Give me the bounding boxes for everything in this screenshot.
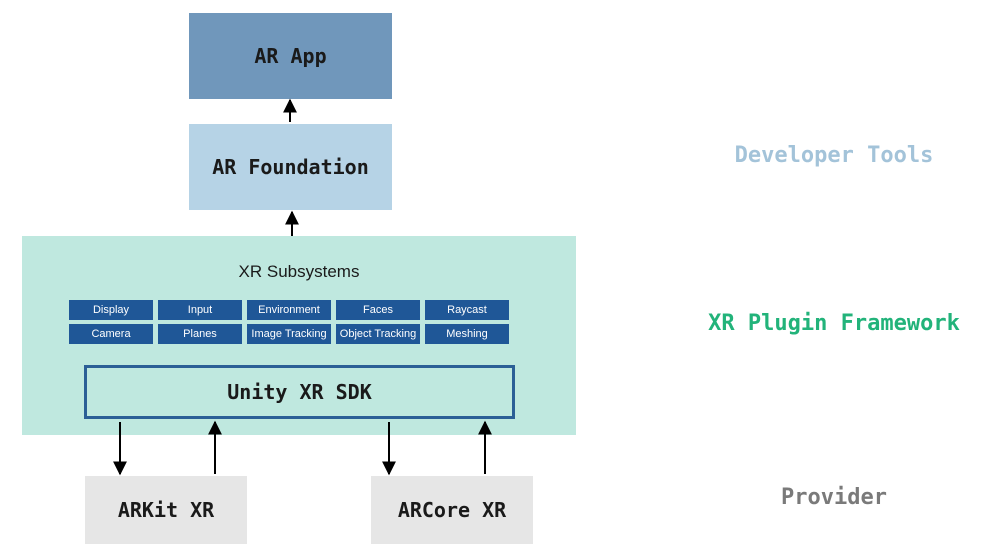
subsystem-tile-meshing: Meshing	[425, 324, 509, 344]
ar-foundation-label: AR Foundation	[212, 155, 369, 179]
unity-xr-sdk-box: Unity XR SDK	[84, 365, 515, 419]
arcore-xr-box: ARCore XR	[371, 476, 533, 544]
arcore-xr-label: ARCore XR	[397, 498, 507, 522]
provider-label: Provider	[781, 485, 887, 510]
subsystem-tile-camera: Camera	[69, 324, 153, 344]
ar-foundation-box: AR Foundation	[189, 124, 392, 210]
subsystem-tile-display: Display	[69, 300, 153, 320]
ar-app-box: AR App	[189, 13, 392, 99]
subsystem-tile-object-tracking: Object Tracking	[336, 324, 420, 344]
subsystem-tile-image-tracking: Image Tracking	[247, 324, 331, 344]
subsystem-tile-environment: Environment	[247, 300, 331, 320]
subsystem-tile-input: Input	[158, 300, 242, 320]
unity-xr-sdk-label: Unity XR SDK	[227, 380, 372, 404]
developer-tools-label: Developer Tools	[734, 143, 934, 168]
arkit-xr-box: ARKit XR	[85, 476, 247, 544]
subsystem-tile-faces: Faces	[336, 300, 420, 320]
subsystem-tile-planes: Planes	[158, 324, 242, 344]
arkit-xr-label: ARKit XR	[117, 498, 215, 522]
xr-plugin-framework-label: XR Plugin Framework	[708, 311, 960, 336]
subsystem-tile-raycast: Raycast	[425, 300, 509, 320]
xr-subsystems-title: XR Subsystems	[238, 262, 360, 281]
ar-app-label: AR App	[254, 44, 327, 68]
